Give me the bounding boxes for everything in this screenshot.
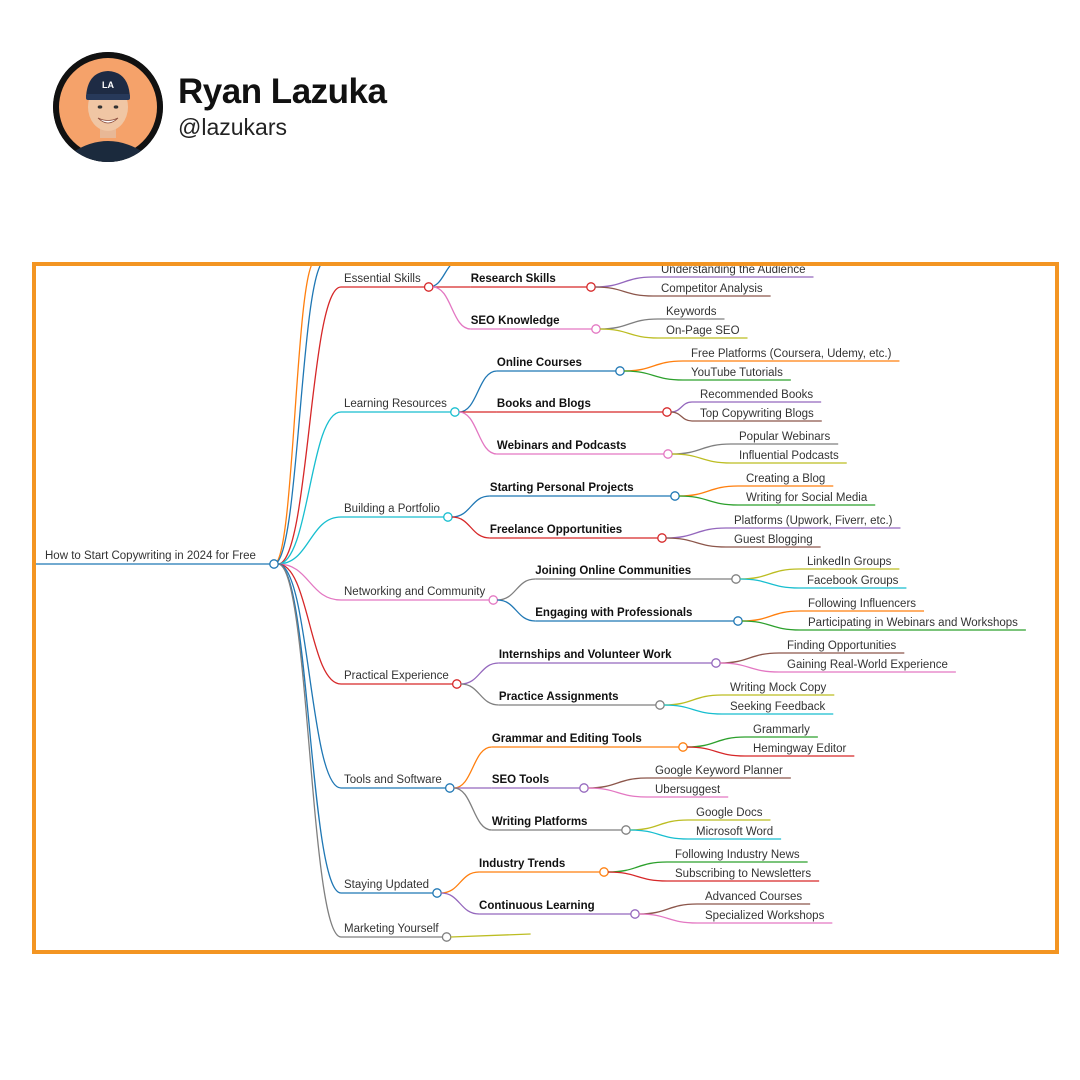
leaf-5-0-1[interactable]: Hemingway Editor: [753, 743, 846, 755]
subtopic-node-4-0[interactable]: [711, 658, 721, 668]
leaf-4-1-0[interactable]: Writing Mock Copy: [730, 682, 827, 694]
leaf-3-1-1[interactable]: Participating in Webinars and Workshops: [808, 617, 1018, 629]
mindmap-root[interactable]: How to Start Copywriting in 2024 for Fre…: [45, 550, 256, 562]
leaf-3-0-0[interactable]: LinkedIn Groups: [807, 556, 892, 568]
leaf-1-2-0[interactable]: Popular Webinars: [739, 431, 830, 443]
subtopic-node-2-0[interactable]: [670, 491, 680, 501]
leaf-1-0-1[interactable]: YouTube Tutorials: [691, 367, 783, 379]
avatar-illustration: LA: [53, 52, 163, 162]
leaf-6-1-1[interactable]: Specialized Workshops: [705, 910, 825, 922]
subtopic-2-1[interactable]: Freelance Opportunities: [490, 524, 622, 536]
subtopic-6-1[interactable]: Continuous Learning: [479, 900, 595, 912]
subtopic-2-0[interactable]: Starting Personal Projects: [490, 482, 634, 494]
mindmap: How to Start Copywriting in 2024 for Fre…: [36, 266, 1026, 942]
profile-handle: @lazukars: [178, 114, 287, 140]
leaf-6-0-0[interactable]: Following Industry News: [675, 849, 800, 861]
subtopic-4-1[interactable]: Practice Assignments: [499, 691, 619, 703]
branch-node-7[interactable]: [441, 932, 452, 942]
leaf-2-0-0[interactable]: Creating a Blog: [746, 473, 825, 485]
subtopic-node-6-1[interactable]: [630, 909, 640, 919]
subtopic-node-1-1[interactable]: [662, 407, 672, 417]
subtopic-node-6-0[interactable]: [599, 867, 609, 877]
leaf-5-2-1[interactable]: Microsoft Word: [696, 826, 773, 838]
svg-text:LA: LA: [102, 80, 114, 90]
branch-node-4[interactable]: [451, 679, 462, 689]
subtopic-node-3-0[interactable]: [731, 574, 741, 584]
leaf-6-1-0[interactable]: Advanced Courses: [705, 891, 802, 903]
subtopic-node-2-1[interactable]: [657, 533, 667, 543]
branch-7[interactable]: Marketing Yourself: [344, 923, 439, 935]
branch-4[interactable]: Practical Experience: [344, 670, 449, 682]
branch-node-2[interactable]: [443, 512, 453, 522]
subtopic-0-1[interactable]: SEO Knowledge: [471, 315, 560, 327]
leaf-1-0-0[interactable]: Free Platforms (Coursera, Udemy, etc.): [691, 348, 892, 360]
leaf-1-1-1[interactable]: Top Copywriting Blogs: [700, 408, 814, 420]
subtopic-1-2[interactable]: Webinars and Podcasts: [497, 440, 627, 452]
leaf-3-1-0[interactable]: Following Influencers: [808, 598, 916, 610]
leaf-0-1-0[interactable]: Keywords: [666, 306, 717, 318]
subtopic-node-3-1[interactable]: [733, 616, 743, 626]
leaf-1-1-0[interactable]: Recommended Books: [700, 389, 813, 401]
leaf-5-2-0[interactable]: Google Docs: [696, 807, 763, 819]
branch-0[interactable]: Essential Skills: [344, 273, 421, 285]
leaf-6-0-1[interactable]: Subscribing to Newsletters: [675, 868, 811, 880]
subtopic-3-1[interactable]: Engaging with Professionals: [535, 607, 692, 619]
subtopic-5-1[interactable]: SEO Tools: [492, 774, 549, 786]
branch-1[interactable]: Learning Resources: [344, 398, 447, 410]
subtopic-node-4-1[interactable]: [655, 700, 665, 710]
subtopic-4-0[interactable]: Internships and Volunteer Work: [499, 649, 672, 661]
subtopic-node-5-1[interactable]: [579, 783, 589, 793]
subtopic-node-5-2[interactable]: [621, 825, 631, 835]
subtopic-node-1-0[interactable]: [615, 366, 625, 376]
leaf-0-1-1[interactable]: On-Page SEO: [666, 325, 740, 337]
subtopic-5-0[interactable]: Grammar and Editing Tools: [492, 733, 642, 745]
branch-6[interactable]: Staying Updated: [344, 879, 429, 891]
leaf-5-1-0[interactable]: Google Keyword Planner: [655, 765, 783, 777]
root-node[interactable]: [269, 559, 279, 569]
leaf-4-0-1[interactable]: Gaining Real-World Experience: [787, 659, 948, 671]
branch-2[interactable]: Building a Portfolio: [344, 503, 440, 515]
branch-node-0[interactable]: [423, 282, 434, 292]
leaf-5-1-1[interactable]: Ubersuggest: [655, 784, 721, 796]
branch-node-6[interactable]: [432, 888, 442, 898]
subtopic-1-1[interactable]: Books and Blogs: [497, 398, 591, 410]
subtopic-0-0[interactable]: Research Skills: [471, 273, 556, 285]
leaf-2-1-1[interactable]: Guest Blogging: [734, 534, 813, 546]
subtopic-5-2[interactable]: Writing Platforms: [492, 816, 588, 828]
branch-node-1[interactable]: [450, 407, 460, 417]
leaf-2-0-1[interactable]: Writing for Social Media: [746, 492, 868, 504]
subtopic-6-0[interactable]: Industry Trends: [479, 858, 565, 870]
leaf-1-2-1[interactable]: Influential Podcasts: [739, 450, 839, 462]
avatar[interactable]: LA: [53, 52, 163, 162]
leaf-2-1-0[interactable]: Platforms (Upwork, Fiverr, etc.): [734, 515, 893, 527]
subtopic-3-0[interactable]: Joining Online Communities: [535, 565, 691, 577]
subtopic-node-5-0[interactable]: [678, 742, 688, 752]
leaf-3-0-1[interactable]: Facebook Groups: [807, 575, 899, 587]
leaf-5-0-0[interactable]: Grammarly: [753, 724, 810, 736]
mindmap-frame: How to Start Copywriting in 2024 for Fre…: [32, 262, 1059, 954]
branch-node-3[interactable]: [488, 595, 499, 605]
subtopic-node-1-2[interactable]: [663, 449, 673, 459]
profile-name: Ryan Lazuka: [178, 72, 387, 111]
subtopic-node-0-1[interactable]: [591, 324, 601, 334]
subtopic-1-0[interactable]: Online Courses: [497, 357, 582, 369]
branch-5[interactable]: Tools and Software: [344, 774, 442, 786]
subtopic-node-0-0[interactable]: [586, 282, 596, 292]
leaf-4-0-0[interactable]: Finding Opportunities: [787, 640, 897, 652]
leaf-0-0-1[interactable]: Competitor Analysis: [661, 283, 763, 295]
branch-node-5[interactable]: [444, 783, 455, 793]
leaf-0-0-0[interactable]: Understanding the Audience: [661, 266, 806, 276]
branch-3[interactable]: Networking and Community: [344, 586, 486, 598]
profile-header: LA Ryan Lazuka @lazukars: [53, 52, 653, 164]
leaf-4-1-1[interactable]: Seeking Feedback: [730, 701, 826, 713]
